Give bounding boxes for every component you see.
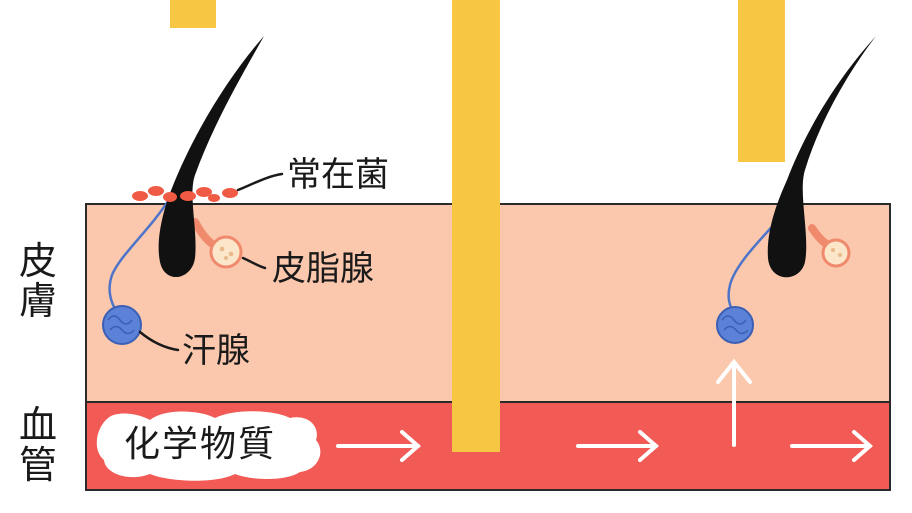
sweat-gland-label: 汗腺: [182, 331, 250, 371]
sebaceous-gland-label: 皮脂腺: [272, 249, 374, 289]
leader-sweat: [138, 330, 180, 352]
sweat-gland-left: [102, 305, 142, 345]
yellow-bar-left: [170, 0, 216, 28]
up-arrow-icon: [716, 358, 752, 447]
yellow-bar-right: [738, 0, 785, 162]
yellow-bar-center: [452, 0, 500, 452]
blood-vessel-label: 血管: [18, 403, 57, 487]
leader-sebaceous: [241, 256, 267, 270]
right-arrow-icon: [336, 430, 422, 462]
right-arrow-icon: [790, 430, 874, 462]
hair-right: [767, 36, 876, 278]
chemicals-label: 化学物質: [124, 424, 277, 465]
skin-label: 皮膚: [18, 239, 57, 323]
chemical-bubble: [96, 411, 321, 481]
resident-bacteria-label: 常在菌: [287, 155, 389, 195]
hair-left: [158, 36, 264, 278]
sebaceous-gland-right: [808, 224, 851, 268]
right-arrow-icon: [576, 430, 660, 462]
hair-unit-left: [102, 36, 284, 352]
resident-bacteria: [132, 186, 238, 202]
sweat-gland-right: [716, 306, 754, 344]
leader-bacteria: [236, 172, 284, 192]
sebaceous-gland-left: [191, 218, 243, 269]
hair-unit-right: [716, 36, 876, 447]
